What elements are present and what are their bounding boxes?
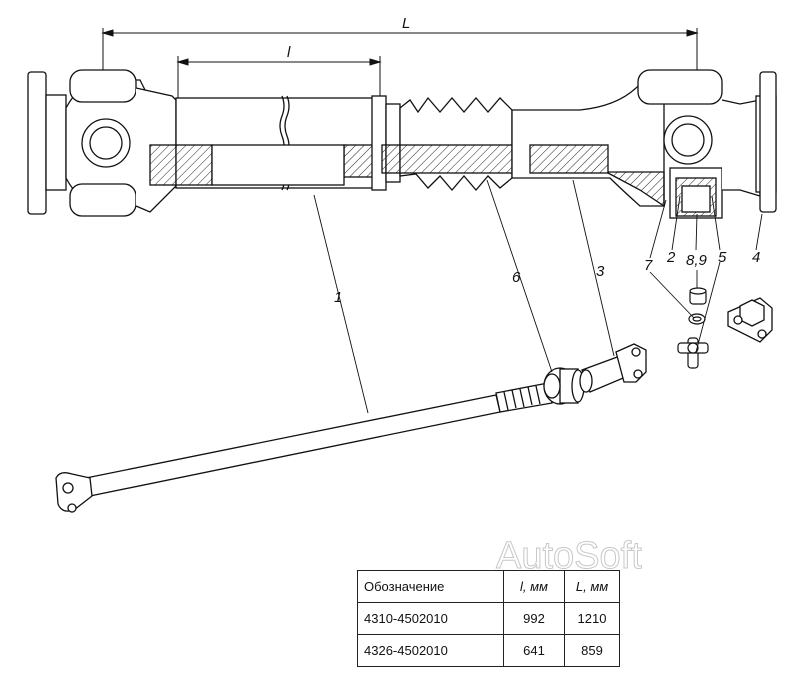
dimension-L <box>101 28 699 78</box>
callout-6: 6 <box>512 269 521 286</box>
exploded-bearing-8-9 <box>689 287 707 305</box>
table-header-row: Обозначение l, мм L, мм <box>357 570 620 603</box>
assembled-shaft <box>27 69 777 219</box>
dimension-L-label: L <box>402 15 410 32</box>
callout-8-9: 8,9 <box>686 252 708 269</box>
exploded-flange-4 <box>727 297 773 343</box>
cell-l: 641 <box>503 634 565 667</box>
spec-table: Обозначение l, мм L, мм 4310-4502010 992… <box>357 570 620 667</box>
dimension-l-label: l <box>287 44 291 61</box>
exploded-cross-5 <box>677 337 709 369</box>
cell-L: 1210 <box>564 602 620 635</box>
exploded-yoke-3 <box>579 343 647 393</box>
callout-5: 5 <box>718 249 727 266</box>
header-l: l, мм <box>503 570 565 603</box>
cell-designation: 4310-4502010 <box>357 602 504 635</box>
leader-lines <box>313 179 763 414</box>
table-row: 4326-4502010 641 859 <box>357 634 620 667</box>
header-L: L, мм <box>564 570 620 603</box>
callout-4: 4 <box>752 249 760 266</box>
callout-7: 7 <box>644 257 653 274</box>
exploded-shaft-1 <box>55 382 553 513</box>
cell-L: 859 <box>564 634 620 667</box>
exploded-boot-6 <box>543 367 585 405</box>
cell-l: 992 <box>503 602 565 635</box>
callout-1: 1 <box>334 289 342 306</box>
callout-2: 2 <box>666 249 676 266</box>
header-designation: Обозначение <box>357 570 504 603</box>
cell-designation: 4326-4502010 <box>357 634 504 667</box>
dimension-l <box>176 56 382 100</box>
table-row: 4310-4502010 992 1210 <box>357 602 620 635</box>
callout-3: 3 <box>596 263 605 280</box>
